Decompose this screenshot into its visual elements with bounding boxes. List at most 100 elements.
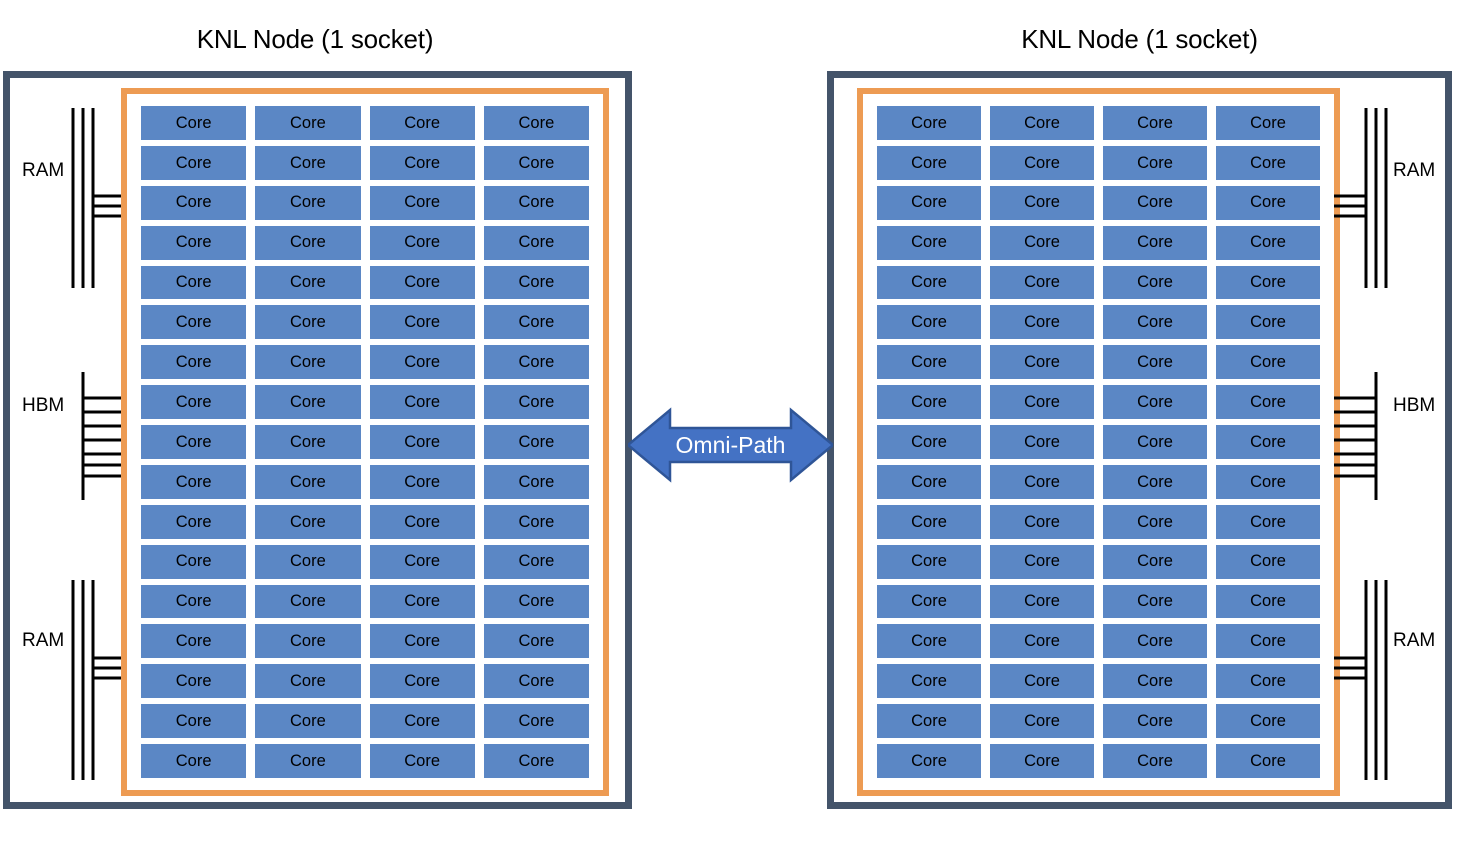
core-cell[interactable]: Core — [1103, 744, 1207, 778]
core-cell[interactable]: Core — [483, 106, 589, 140]
core-cell[interactable]: Core — [369, 385, 475, 420]
core-cell[interactable]: Core — [483, 544, 589, 579]
core-cell[interactable]: Core — [255, 744, 361, 778]
core-cell[interactable]: Core — [255, 225, 361, 260]
core-cell[interactable]: Core — [141, 185, 247, 220]
core-cell[interactable]: Core — [1103, 544, 1207, 579]
core-cell[interactable]: Core — [877, 464, 981, 499]
core-cell[interactable]: Core — [990, 225, 1094, 260]
core-cell[interactable]: Core — [990, 106, 1094, 140]
core-cell[interactable]: Core — [483, 345, 589, 380]
core-cell[interactable]: Core — [1103, 225, 1207, 260]
core-cell[interactable]: Core — [1216, 584, 1320, 619]
core-cell[interactable]: Core — [1103, 425, 1207, 459]
core-cell[interactable]: Core — [369, 744, 475, 778]
core-cell[interactable]: Core — [1103, 464, 1207, 499]
core-cell[interactable]: Core — [1216, 464, 1320, 499]
core-cell[interactable]: Core — [1216, 106, 1320, 140]
core-cell[interactable]: Core — [255, 106, 361, 140]
core-cell[interactable]: Core — [1216, 704, 1320, 739]
core-cell[interactable]: Core — [483, 185, 589, 220]
core-cell[interactable]: Core — [1216, 345, 1320, 380]
core-cell[interactable]: Core — [877, 145, 981, 180]
core-cell[interactable]: Core — [990, 744, 1094, 778]
core-cell[interactable]: Core — [255, 584, 361, 619]
core-cell[interactable]: Core — [483, 425, 589, 459]
core-cell[interactable]: Core — [369, 504, 475, 539]
core-cell[interactable]: Core — [483, 464, 589, 499]
core-cell[interactable]: Core — [483, 145, 589, 180]
core-cell[interactable]: Core — [255, 544, 361, 579]
core-cell[interactable]: Core — [877, 106, 981, 140]
core-cell[interactable]: Core — [1216, 664, 1320, 699]
core-cell[interactable]: Core — [255, 305, 361, 340]
core-cell[interactable]: Core — [990, 704, 1094, 739]
core-cell[interactable]: Core — [483, 385, 589, 420]
core-cell[interactable]: Core — [255, 504, 361, 539]
core-cell[interactable]: Core — [141, 624, 247, 659]
core-cell[interactable]: Core — [990, 145, 1094, 180]
core-cell[interactable]: Core — [369, 425, 475, 459]
omni-path-arrow-icon[interactable] — [628, 406, 833, 484]
core-cell[interactable]: Core — [1216, 145, 1320, 180]
core-cell[interactable]: Core — [369, 305, 475, 340]
core-cell[interactable]: Core — [877, 704, 981, 739]
core-cell[interactable]: Core — [877, 265, 981, 300]
core-cell[interactable]: Core — [255, 664, 361, 699]
core-cell[interactable]: Core — [141, 664, 247, 699]
core-cell[interactable]: Core — [141, 345, 247, 380]
core-cell[interactable]: Core — [141, 744, 247, 778]
core-cell[interactable]: Core — [369, 584, 475, 619]
core-cell[interactable]: Core — [369, 544, 475, 579]
core-cell[interactable]: Core — [255, 345, 361, 380]
core-cell[interactable]: Core — [255, 704, 361, 739]
core-cell[interactable]: Core — [483, 704, 589, 739]
core-cell[interactable]: Core — [369, 345, 475, 380]
core-cell[interactable]: Core — [1103, 664, 1207, 699]
core-cell[interactable]: Core — [1216, 744, 1320, 778]
core-cell[interactable]: Core — [369, 225, 475, 260]
core-cell[interactable]: Core — [877, 425, 981, 459]
core-cell[interactable]: Core — [877, 345, 981, 380]
core-cell[interactable]: Core — [141, 225, 247, 260]
core-cell[interactable]: Core — [990, 584, 1094, 619]
core-cell[interactable]: Core — [483, 504, 589, 539]
core-cell[interactable]: Core — [141, 145, 247, 180]
core-cell[interactable]: Core — [990, 345, 1094, 380]
core-cell[interactable]: Core — [483, 584, 589, 619]
core-cell[interactable]: Core — [255, 464, 361, 499]
core-cell[interactable]: Core — [483, 664, 589, 699]
core-cell[interactable]: Core — [369, 464, 475, 499]
core-cell[interactable]: Core — [1103, 106, 1207, 140]
core-cell[interactable]: Core — [141, 464, 247, 499]
core-cell[interactable]: Core — [141, 704, 247, 739]
core-cell[interactable]: Core — [1103, 504, 1207, 539]
core-cell[interactable]: Core — [483, 305, 589, 340]
core-cell[interactable]: Core — [141, 305, 247, 340]
core-cell[interactable]: Core — [1103, 145, 1207, 180]
core-cell[interactable]: Core — [483, 265, 589, 300]
core-cell[interactable]: Core — [990, 265, 1094, 300]
core-cell[interactable]: Core — [990, 385, 1094, 420]
core-cell[interactable]: Core — [877, 504, 981, 539]
core-cell[interactable]: Core — [483, 225, 589, 260]
core-cell[interactable]: Core — [990, 185, 1094, 220]
core-cell[interactable]: Core — [990, 305, 1094, 340]
core-cell[interactable]: Core — [141, 425, 247, 459]
core-cell[interactable]: Core — [1216, 624, 1320, 659]
core-cell[interactable]: Core — [877, 664, 981, 699]
core-cell[interactable]: Core — [141, 584, 247, 619]
core-cell[interactable]: Core — [141, 265, 247, 300]
core-cell[interactable]: Core — [877, 544, 981, 579]
core-cell[interactable]: Core — [1216, 504, 1320, 539]
core-cell[interactable]: Core — [1103, 265, 1207, 300]
core-cell[interactable]: Core — [1103, 704, 1207, 739]
core-cell[interactable]: Core — [1103, 345, 1207, 380]
core-cell[interactable]: Core — [1216, 385, 1320, 420]
core-cell[interactable]: Core — [369, 145, 475, 180]
core-cell[interactable]: Core — [369, 265, 475, 300]
core-cell[interactable]: Core — [1216, 544, 1320, 579]
core-cell[interactable]: Core — [255, 425, 361, 459]
core-cell[interactable]: Core — [1216, 265, 1320, 300]
core-cell[interactable]: Core — [1216, 225, 1320, 260]
